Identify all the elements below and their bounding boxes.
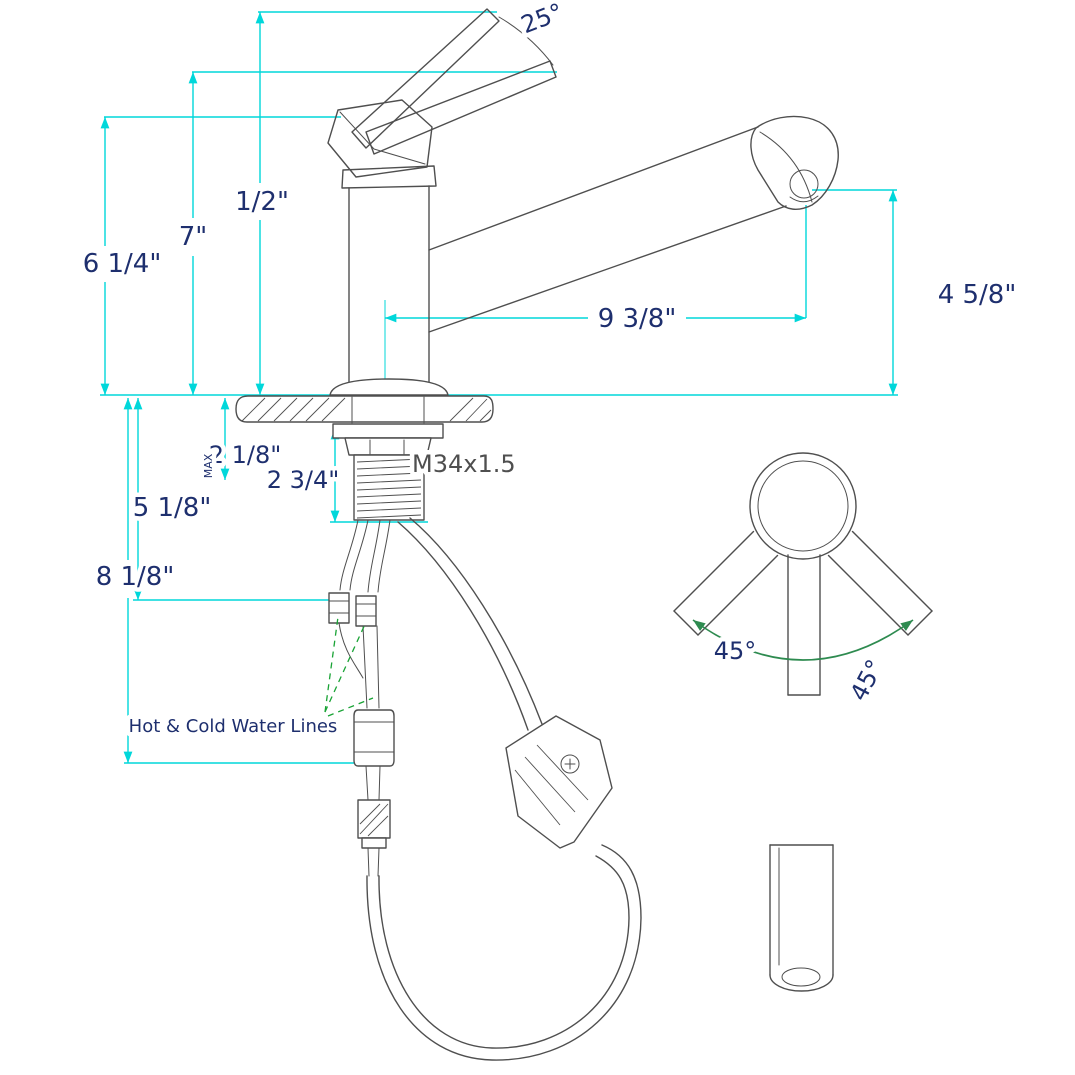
dim-label-max: MAX <box>202 453 215 478</box>
top-view-body-outer <box>749 452 857 560</box>
hose-connector-right <box>355 595 377 627</box>
sprayer-hose-upper <box>397 521 529 731</box>
spout-arm <box>428 126 759 251</box>
dim-label-8-1-8: 8 1/8" <box>96 562 175 592</box>
water-lines-label: Hot & Cold Water Lines <box>129 716 338 737</box>
supply-hose-right <box>367 519 381 593</box>
supply-hose-left <box>339 519 359 591</box>
inline-fitting <box>353 709 395 767</box>
faucet-side-view <box>235 8 839 1061</box>
handle-lever-lowered <box>365 60 557 155</box>
top-view-body-inner <box>757 460 849 552</box>
top-view-handle-right45 <box>827 530 933 636</box>
locknut <box>344 437 432 456</box>
swing-arc-45 <box>692 619 914 661</box>
dim-label-5-1-8: 5 1/8" <box>133 493 212 523</box>
dimension-labels: 25° 1/2" 7" 6 1/4" 9 3/8" 4 5/8" 2 1/8" … <box>78 0 1021 742</box>
handle-swing-arc <box>498 16 554 66</box>
washer <box>332 423 444 439</box>
thread-spec-label: M34x1.5 <box>412 450 516 478</box>
sprayer-logo <box>560 754 580 774</box>
deck-hatching <box>241 397 492 422</box>
dim-label-4-5-8: 4 5/8" <box>938 280 1017 310</box>
dimension-lines <box>100 11 898 764</box>
handle-housing <box>327 99 433 178</box>
dim-label-6-1-4: 6 1/4" <box>83 249 162 279</box>
dim-label-45deg-left: 45° <box>714 637 757 665</box>
dim-label-9-3-8: 9 3/8" <box>598 304 677 334</box>
dim-label-2-1-8: 2 1/8" <box>209 441 282 469</box>
dim-label-7in: 7" <box>179 222 208 252</box>
spray-hose-loop <box>366 844 642 1061</box>
handle-lever-raised <box>351 8 500 149</box>
base-flange <box>329 378 449 396</box>
top-view-handle-left45 <box>673 530 779 636</box>
hose-connector-left <box>328 592 350 624</box>
faucet-top-view <box>673 452 933 992</box>
shank-threads <box>356 458 422 519</box>
dim-label-half-inch: 1/2" <box>235 187 289 217</box>
spout-head <box>750 115 839 210</box>
mounting-deck <box>235 395 494 423</box>
water-line-pointers <box>324 616 374 717</box>
dim-label-45deg-right: 45° <box>845 655 890 706</box>
sprayer-head <box>505 715 613 849</box>
top-view-spout <box>769 844 834 992</box>
dim-label-25deg: 25° <box>517 0 567 39</box>
aerator-outlet <box>789 169 819 199</box>
dim-label-2-3-4: 2 3/4" <box>267 466 340 494</box>
